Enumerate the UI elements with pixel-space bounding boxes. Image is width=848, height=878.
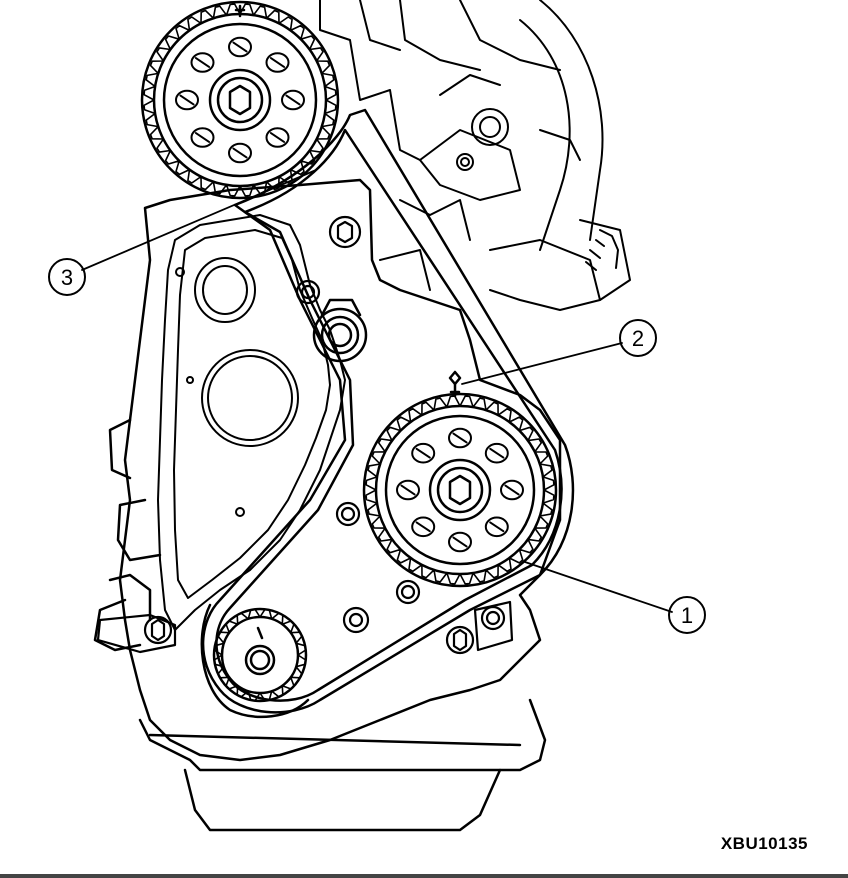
callout-1: 1 [668,596,706,634]
mounting-bolts [96,215,514,655]
timing-cover-plate [157,214,346,631]
timing-belt [201,108,575,714]
callout-3-label: 3 [61,265,73,290]
bottom-bar [0,874,848,878]
engine-block-outline [93,178,562,832]
injection-pump-sprocket [362,370,558,588]
callout-3: 3 [48,258,86,296]
callout-1-label: 1 [681,603,693,628]
callout-2: 2 [619,319,657,357]
belt-tensioner [312,298,368,363]
upper-engine-components [319,0,631,311]
figure-code: XBU10135 [720,834,808,853]
crankshaft-sprocket [200,603,310,719]
callout-2-label: 2 [632,326,644,351]
camshaft-sprocket [140,0,340,200]
callout-leaders [81,169,673,613]
